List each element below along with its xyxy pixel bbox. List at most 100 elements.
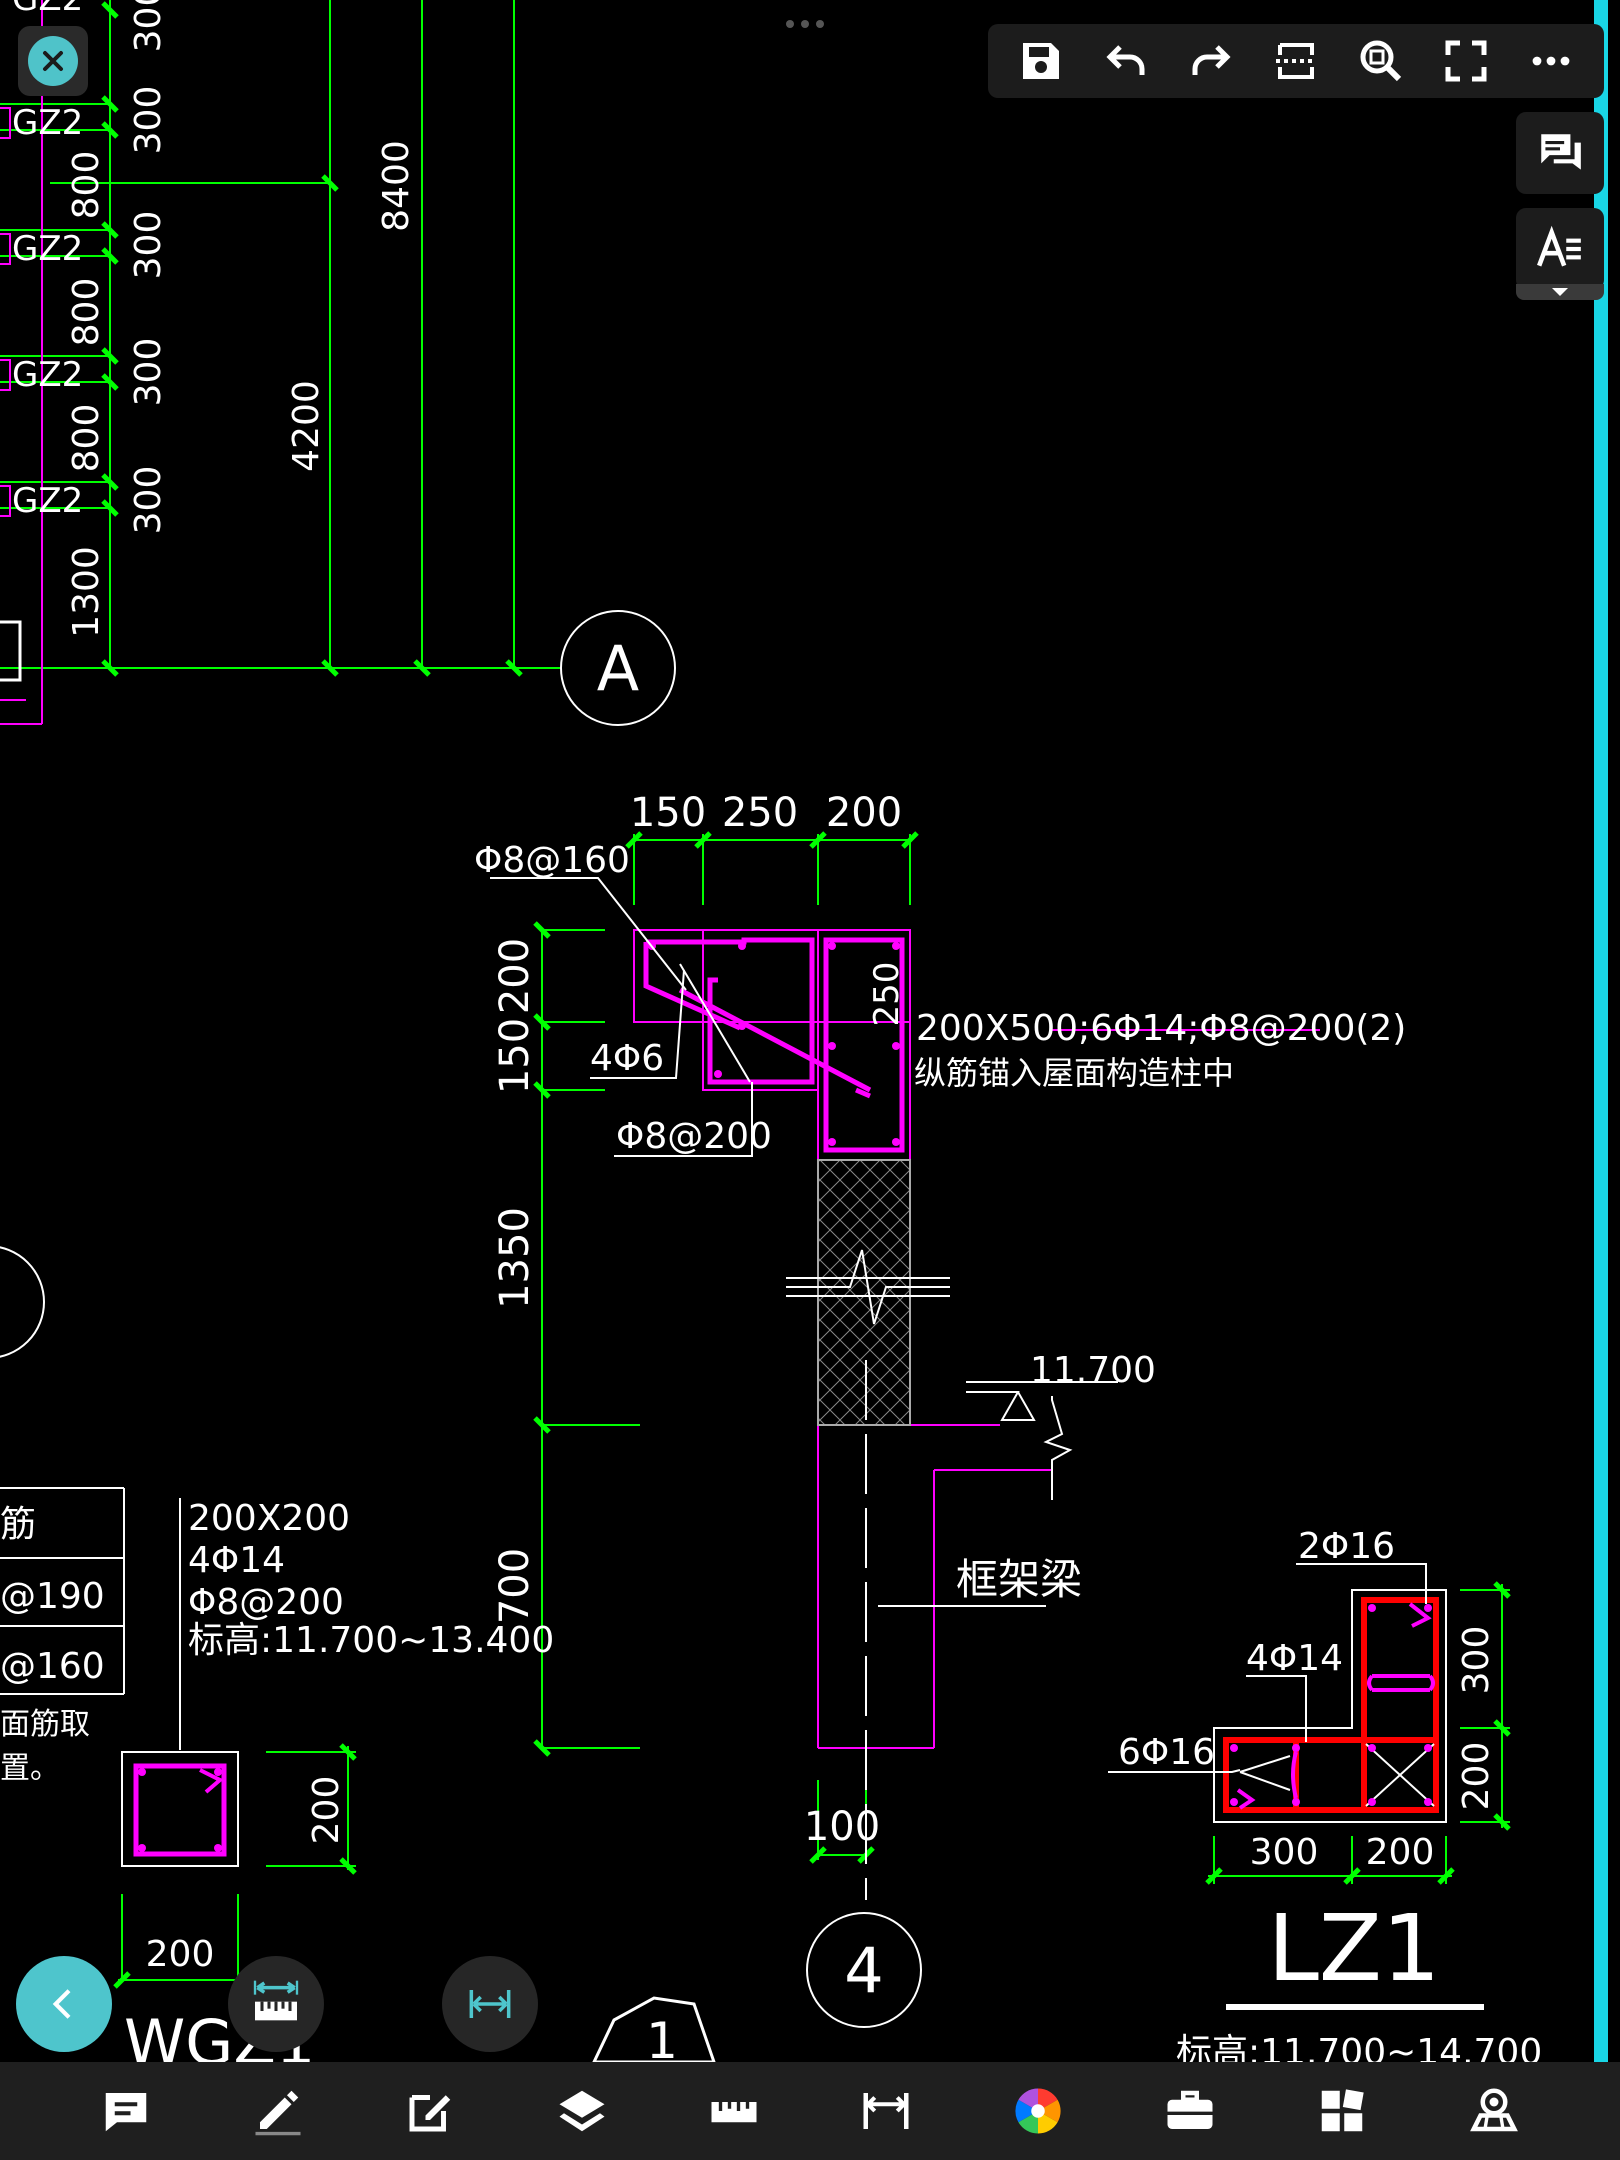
leaders — [490, 877, 1118, 1607]
comment-button[interactable] — [1516, 112, 1604, 194]
dim-200-top: 200 — [826, 790, 902, 836]
toolbox-icon — [1167, 2090, 1213, 2129]
table-note-2: 置。 — [0, 1751, 60, 1786]
drag-handle[interactable] — [786, 20, 834, 30]
text-style-icon — [1537, 225, 1581, 267]
label-elevation: 11.700 — [1030, 1350, 1156, 1391]
layers-icon — [559, 2090, 605, 2132]
redo-button[interactable] — [1176, 26, 1246, 96]
gz2-label-3: GZ2 — [12, 355, 83, 395]
side-panel-expand-toggle[interactable] — [1516, 284, 1604, 300]
lz1-detail: 2Φ16 4Φ14 6Φ16 300 200 300 200 LZ1 标高:11… — [1108, 1526, 1542, 2073]
ruler-button[interactable] — [694, 2071, 774, 2151]
axis-bubble-partial — [0, 1246, 45, 1358]
measure-ruler-button[interactable] — [228, 1956, 324, 2052]
table-note-1: 面筋取 — [0, 1707, 90, 1742]
annotation-icon — [105, 2093, 147, 2132]
grid-icon — [1321, 2089, 1364, 2132]
top-left-grid — [0, 0, 560, 669]
lz1-dim-200v: 200 — [1456, 1742, 1497, 1811]
top-left-dims: 300 300 800 300 800 300 800 300 1300 840… — [66, 0, 417, 638]
wgz1-dim-right: 200 — [306, 1776, 347, 1845]
break-line — [786, 1249, 950, 1900]
fullscreen-button[interactable] — [1431, 26, 1501, 96]
color-wheel-icon — [1015, 2088, 1061, 2134]
dim-150-left: 150 — [492, 1018, 538, 1094]
crop-button[interactable] — [1261, 26, 1331, 96]
annotation-button[interactable] — [86, 2071, 166, 2151]
label-frame-beam: 框架梁 — [956, 1555, 1082, 1604]
dim-1300: 1300 — [66, 546, 107, 638]
color-button[interactable] — [998, 2071, 1078, 2151]
save-button[interactable] — [1006, 26, 1076, 96]
table-row-1: @190 — [0, 1576, 105, 1617]
svg-text:4: 4 — [844, 1934, 883, 2007]
dim-800-a: 800 — [66, 151, 107, 220]
undo-button[interactable] — [1091, 26, 1161, 96]
label-anchor-note: 纵筋锚入屋面构造柱中 — [914, 1054, 1234, 1092]
lz1-label-6phi16: 6Φ16 — [1118, 1732, 1215, 1773]
ruler-measure-icon — [253, 1980, 299, 2021]
dim-200-left: 200 — [492, 938, 538, 1014]
layers-button[interactable] — [542, 2071, 622, 2151]
lz1-dim-300h: 300 — [1250, 1832, 1319, 1873]
zoom-fit-button[interactable] — [1346, 26, 1416, 96]
section-labels: Φ8@160 4Φ6 Φ8@200 250 200X500;6Φ14;Φ8@20… — [474, 840, 1406, 1604]
label-phi8-200: Φ8@200 — [616, 1116, 772, 1157]
close-button[interactable] — [18, 26, 88, 96]
lz1-label-4phi14: 4Φ14 — [1246, 1638, 1343, 1679]
dim-300-a: 300 — [128, 86, 169, 155]
dim-100-bottom: 100 — [804, 1804, 880, 1850]
lz1-label-2phi16: 2Φ16 — [1298, 1526, 1395, 1567]
lz1-title: LZ1 — [1268, 1895, 1441, 2002]
dim-150-top: 150 — [630, 790, 706, 836]
table-row-0: 筋 — [0, 1504, 36, 1545]
top-toolbar — [988, 24, 1604, 98]
grid-view-button[interactable] — [1302, 2071, 1382, 2151]
section-dim-ticks — [533, 831, 919, 1864]
gz2-label-0: GZ2 — [12, 0, 83, 19]
more-button[interactable] — [1516, 26, 1586, 96]
label-beam-spec: 200X500;6Φ14;Φ8@200(2) — [916, 1008, 1406, 1049]
view-3d-icon — [1470, 2088, 1518, 2132]
wgz1-spec-1: 200X200 — [188, 1498, 350, 1539]
wgz1-spec-2: 4Φ14 — [188, 1540, 285, 1581]
crop-icon — [1275, 43, 1316, 79]
dim-250-top: 250 — [722, 790, 798, 836]
vertical-scrollbar[interactable] — [1594, 0, 1608, 2062]
redo-icon — [1192, 45, 1231, 75]
left-table — [0, 1487, 125, 1695]
undo-icon — [1106, 45, 1145, 75]
dim-4200: 4200 — [286, 380, 327, 472]
measure-distance-button[interactable] — [442, 1956, 538, 2052]
zoom-fit-icon — [1360, 40, 1402, 82]
wgz1-spec-4: 标高:11.700~13.400 — [188, 1620, 554, 1661]
text-style-button[interactable] — [1516, 208, 1604, 290]
chevron-left-icon — [52, 1989, 71, 2019]
gz2-labels: GZ2 GZ2 GZ2 GZ2 GZ2 — [12, 0, 83, 521]
left-table-text: 筋 @190 @160 面筋取 置。 — [0, 1504, 105, 1786]
pen-button[interactable] — [238, 2071, 318, 2151]
dim-300-b: 300 — [128, 211, 169, 280]
dim-8400: 8400 — [376, 140, 417, 232]
back-button[interactable] — [16, 1956, 112, 2052]
dimension-button[interactable] — [846, 2071, 926, 2151]
axis-bubble-a: A — [560, 610, 676, 726]
ruler-icon — [711, 2102, 757, 2123]
dim-1350-left: 1350 — [492, 1207, 538, 1309]
section-rebar — [643, 937, 905, 1153]
label-250: 250 — [867, 962, 907, 1027]
gz2-label-4: GZ2 — [12, 481, 83, 521]
view-3d-button[interactable] — [1454, 2071, 1534, 2151]
top-left-magenta — [0, 0, 43, 725]
fullscreen-icon — [1445, 40, 1487, 82]
toolbox-button[interactable] — [1150, 2071, 1230, 2151]
label-4phi6: 4Φ6 — [590, 1038, 664, 1079]
close-icon — [28, 36, 78, 86]
label-phi8-160: Φ8@160 — [474, 840, 630, 881]
edit-button[interactable] — [390, 2071, 470, 2151]
section-dims-text: 150 250 200 200 150 1350 700 100 — [492, 790, 902, 1850]
lz1-dim-300v: 300 — [1456, 1626, 1497, 1695]
gz2-label-1: GZ2 — [12, 103, 83, 143]
